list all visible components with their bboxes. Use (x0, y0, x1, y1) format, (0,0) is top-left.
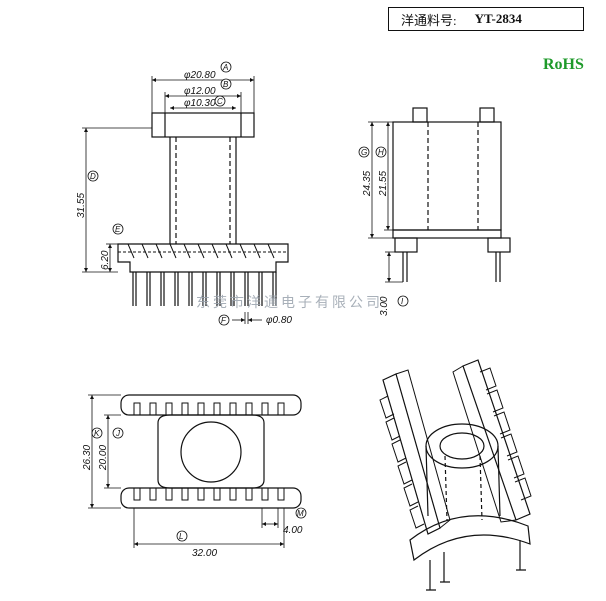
part-number-label: 洋通料号: (401, 12, 457, 28)
dim-pin-dia: φ0.80 (266, 315, 292, 326)
bottom-bottom-pads (133, 488, 285, 501)
svg-text:A: A (222, 63, 228, 72)
callout-e: E (112, 223, 124, 235)
callout-c: C (214, 95, 226, 107)
callout-k: K (91, 427, 103, 439)
svg-text:C: C (217, 97, 223, 106)
dim-outer: 26.30 (82, 445, 93, 471)
bottom-top-rail (120, 394, 302, 416)
side-base-plate (392, 229, 502, 239)
svg-text:K: K (94, 429, 100, 438)
dim-mid-dia: φ12.00 (184, 86, 216, 97)
side-top-lug-left (412, 107, 428, 123)
rohs-badge: RoHS (543, 56, 584, 73)
dim-pitch: 4.00 (283, 525, 303, 536)
callout-d: D (87, 170, 99, 182)
bottom-top-pads (133, 402, 285, 415)
bottom-view-labels: 26.30 20.00 32.00 4.00 K J L M (82, 427, 307, 559)
dim-inner: 21.55 (378, 171, 389, 197)
part-number-value: YT-2834 (474, 11, 522, 26)
callout-a: A (220, 61, 232, 73)
callout-l: L (176, 530, 188, 542)
dim-inner-dia: φ10.30 (184, 98, 216, 109)
front-view (82, 76, 289, 324)
side-top-lug-right (479, 107, 495, 123)
callout-g: G (358, 146, 370, 158)
bottom-core-hole (180, 421, 242, 483)
isometric-view (379, 359, 532, 591)
side-view-labels: 24.35 21.55 3.00 G H I (358, 146, 409, 316)
svg-text:H: H (378, 148, 384, 157)
front-pins (132, 272, 277, 306)
side-pin-block-left (394, 237, 418, 253)
dim-base-height: 6.20 (100, 250, 111, 270)
dim-height: 31.55 (76, 193, 87, 218)
callout-f: F (218, 314, 230, 326)
dim-length: 32.00 (192, 548, 217, 559)
bottom-bottom-rail (120, 487, 302, 509)
dim-pin-len: 3.00 (379, 296, 390, 316)
svg-text:M: M (297, 509, 304, 518)
side-pin-block-right (487, 237, 511, 253)
callout-b: B (220, 78, 232, 90)
bottom-view (88, 394, 302, 548)
iso-left-fins (379, 369, 451, 529)
dim-inner-width: 20.00 (98, 445, 109, 471)
part-number-box: 洋通料号: YT-2834 (388, 7, 584, 31)
callout-j: J (112, 427, 124, 439)
callout-h: H (375, 146, 387, 158)
bottom-center-plate (157, 414, 265, 489)
front-view-labels: φ20.80 φ12.00 φ10.30 31.55 6.20 φ0.80 A … (76, 61, 292, 326)
svg-text:L: L (179, 532, 183, 541)
svg-text:E: E (115, 225, 121, 234)
side-body (392, 121, 502, 231)
svg-text:I: I (401, 297, 404, 306)
svg-text:J: J (115, 429, 121, 438)
iso-core-top (425, 423, 499, 469)
dim-overall: 24.35 (362, 171, 373, 197)
callout-i: I (397, 295, 409, 307)
company-watermark: 东莞市洋通电子有限公司 (196, 295, 383, 311)
svg-text:F: F (221, 316, 227, 325)
svg-text:G: G (361, 148, 367, 157)
svg-text:B: B (223, 80, 229, 89)
front-top-flange (151, 112, 255, 138)
dim-outer-dia: φ20.80 (184, 70, 216, 81)
iso-right-fins (452, 365, 532, 523)
front-slots (118, 243, 288, 259)
svg-text:D: D (90, 172, 96, 181)
callout-m: M (295, 507, 307, 519)
iso-bottom-flange (409, 515, 531, 562)
side-view (368, 107, 511, 283)
